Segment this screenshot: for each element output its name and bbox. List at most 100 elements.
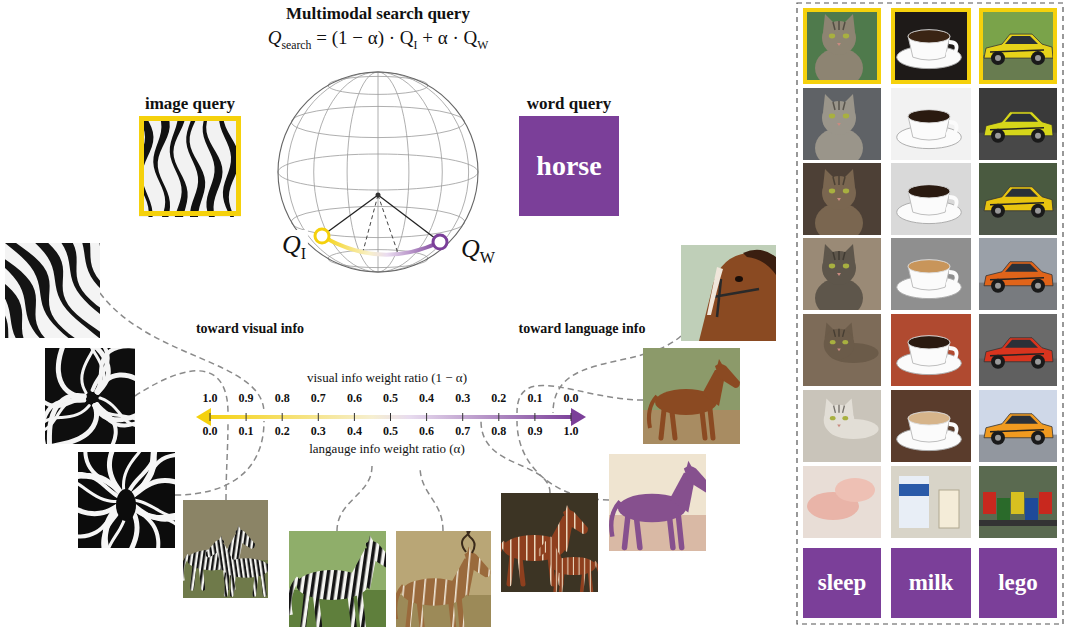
tick xyxy=(534,413,535,421)
coffee-photo xyxy=(891,314,971,386)
leg xyxy=(232,575,234,595)
nose xyxy=(837,123,841,126)
leg xyxy=(672,412,675,438)
car-figure xyxy=(984,414,1053,445)
leader-line xyxy=(175,421,264,495)
animal-figure xyxy=(396,547,491,627)
car-photo xyxy=(979,163,1057,235)
leg xyxy=(555,571,557,591)
rim xyxy=(995,133,1001,139)
tick xyxy=(210,413,211,421)
wheel xyxy=(991,279,1005,293)
ear xyxy=(717,359,723,367)
photo-ground xyxy=(501,493,598,592)
ear xyxy=(218,536,223,542)
query-frame xyxy=(805,10,879,82)
decal xyxy=(990,50,1044,52)
purple-horse-photo xyxy=(609,454,706,551)
query-frame xyxy=(893,10,969,82)
horse-head xyxy=(699,250,776,341)
query-word: lego xyxy=(998,570,1038,596)
word-box-fill: horse xyxy=(519,116,619,216)
head xyxy=(563,510,588,534)
leader-line xyxy=(481,421,550,493)
leg xyxy=(561,572,563,591)
head xyxy=(822,251,856,285)
grevy-zebra-photo xyxy=(289,531,386,627)
tick-label: 0.9 xyxy=(527,425,542,439)
word-box: milk xyxy=(891,548,971,618)
stripe xyxy=(78,243,100,338)
ground xyxy=(643,410,740,444)
ear xyxy=(368,536,375,545)
car-photo xyxy=(979,314,1057,386)
handle xyxy=(946,197,957,209)
nose xyxy=(837,43,841,46)
eye xyxy=(842,340,848,344)
formula: Qsearch= (1 − α) · QI+ α · QW xyxy=(268,27,489,52)
leg xyxy=(509,556,512,584)
car-figure xyxy=(984,34,1053,65)
road xyxy=(979,208,1057,235)
leg xyxy=(316,597,319,627)
coffee xyxy=(908,412,950,425)
photo-ground xyxy=(891,163,971,235)
head xyxy=(206,540,225,558)
car-figure xyxy=(984,262,1053,293)
tick xyxy=(318,413,319,421)
road xyxy=(979,435,1057,462)
eye xyxy=(829,264,835,269)
tick-label: 0.3 xyxy=(455,392,470,406)
wheel xyxy=(1031,204,1045,218)
cat-figure xyxy=(815,94,863,160)
nose xyxy=(837,425,841,428)
handle xyxy=(946,122,957,134)
image-point-label: QI xyxy=(280,230,308,264)
tick-label: 0.5 xyxy=(383,392,398,406)
axis-title: langauge info weight ratio (α) xyxy=(309,442,465,457)
road xyxy=(979,359,1057,386)
leg xyxy=(419,603,422,628)
rim xyxy=(995,283,1001,289)
word-box-fill: sleep xyxy=(803,548,881,618)
tick-label: 0.3 xyxy=(311,425,326,439)
coffee-photo xyxy=(891,238,971,310)
tick-label: 0.2 xyxy=(491,392,506,406)
cup-figure xyxy=(897,185,962,224)
dashed-ray xyxy=(378,195,398,254)
rim xyxy=(1035,133,1041,139)
animal-figure xyxy=(649,359,740,438)
leg xyxy=(661,410,664,438)
word-box-fill: lego xyxy=(979,548,1057,618)
photo-ground xyxy=(803,390,881,462)
brick xyxy=(1011,492,1024,514)
zebra-closeup-photo xyxy=(5,243,100,338)
query-photo xyxy=(139,117,241,217)
car-window xyxy=(1005,114,1038,122)
query-image-frame xyxy=(139,116,241,216)
cup-figure xyxy=(897,110,962,149)
leg xyxy=(710,409,713,438)
arrowhead xyxy=(571,408,586,426)
stripe xyxy=(203,117,223,217)
photo-ground xyxy=(803,314,881,386)
coffee-photo xyxy=(891,163,971,235)
coffee xyxy=(908,260,950,273)
stripe xyxy=(53,243,100,338)
car-window xyxy=(1005,36,1038,44)
eye xyxy=(829,34,835,39)
car-figure xyxy=(984,187,1053,218)
kudu-photo xyxy=(396,531,491,627)
leader-line xyxy=(226,421,228,500)
cat-photo xyxy=(803,314,881,386)
stripe xyxy=(186,117,205,217)
brick xyxy=(1025,498,1038,520)
photo-ground xyxy=(891,238,971,310)
head xyxy=(822,176,856,210)
tick-label: 0.7 xyxy=(455,425,470,439)
tick-label: 0.8 xyxy=(491,425,506,439)
arrowhead xyxy=(196,408,211,426)
leg xyxy=(451,601,454,627)
track xyxy=(979,520,1057,526)
leg xyxy=(582,573,584,591)
